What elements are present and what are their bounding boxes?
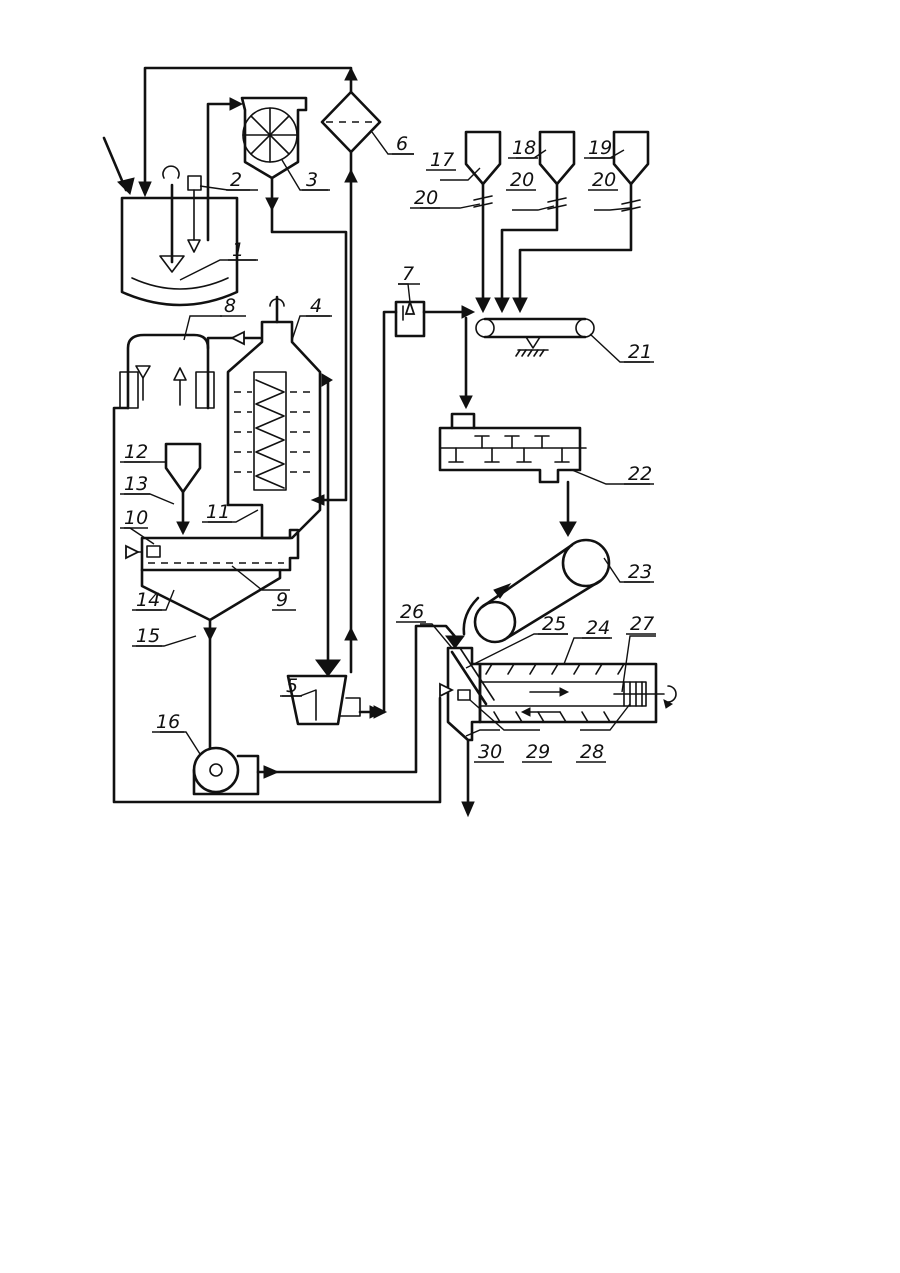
label-24: 24 bbox=[586, 617, 610, 639]
label-20b: 20 bbox=[510, 169, 534, 191]
label-21: 21 bbox=[628, 341, 652, 363]
mixer-22 bbox=[440, 414, 586, 482]
label-12: 12 bbox=[124, 441, 148, 463]
label-30: 30 bbox=[478, 741, 502, 763]
label-8: 8 bbox=[224, 295, 236, 317]
condenser-8 bbox=[120, 335, 214, 408]
label-13: 13 bbox=[124, 473, 148, 495]
label-10: 10 bbox=[124, 507, 148, 529]
label-16: 16 bbox=[156, 711, 180, 733]
label-1: 1 bbox=[232, 239, 244, 261]
label-4: 4 bbox=[310, 295, 322, 317]
filter-6 bbox=[322, 92, 380, 152]
dryer-9 bbox=[142, 530, 298, 620]
label-18: 18 bbox=[512, 137, 536, 159]
drum-filter-3 bbox=[242, 98, 306, 178]
label-2: 2 bbox=[230, 169, 242, 191]
label-27: 27 bbox=[630, 613, 654, 635]
label-11: 11 bbox=[206, 501, 230, 523]
mixing-tank-1 bbox=[122, 166, 237, 305]
label-25: 25 bbox=[542, 613, 566, 635]
label-20c: 20 bbox=[592, 169, 616, 191]
label-6: 6 bbox=[396, 133, 408, 155]
label-29: 29 bbox=[526, 741, 550, 763]
extruder-24 bbox=[480, 664, 676, 722]
level-sensor-2 bbox=[188, 176, 201, 252]
weighing-conveyor-21 bbox=[476, 319, 594, 356]
feed-hopper-25 bbox=[448, 648, 494, 740]
label-7: 7 bbox=[402, 263, 414, 285]
leader-lines bbox=[124, 132, 656, 754]
blower-16 bbox=[194, 748, 258, 794]
label-17: 17 bbox=[430, 149, 454, 171]
label-23: 23 bbox=[628, 561, 652, 583]
hopper-12 bbox=[166, 444, 200, 492]
label-22: 22 bbox=[628, 463, 652, 485]
label-3: 3 bbox=[306, 169, 318, 191]
hopper-19 bbox=[614, 132, 648, 184]
label-28: 28 bbox=[580, 741, 604, 763]
label-15: 15 bbox=[136, 625, 160, 647]
collector-5 bbox=[288, 676, 360, 724]
label-20a: 20 bbox=[414, 187, 438, 209]
label-9: 9 bbox=[276, 589, 288, 611]
label-26: 26 bbox=[400, 601, 424, 623]
label-19: 19 bbox=[588, 137, 612, 159]
label-5: 5 bbox=[286, 675, 298, 697]
hopper-18 bbox=[540, 132, 574, 184]
label-14: 14 bbox=[136, 589, 160, 611]
